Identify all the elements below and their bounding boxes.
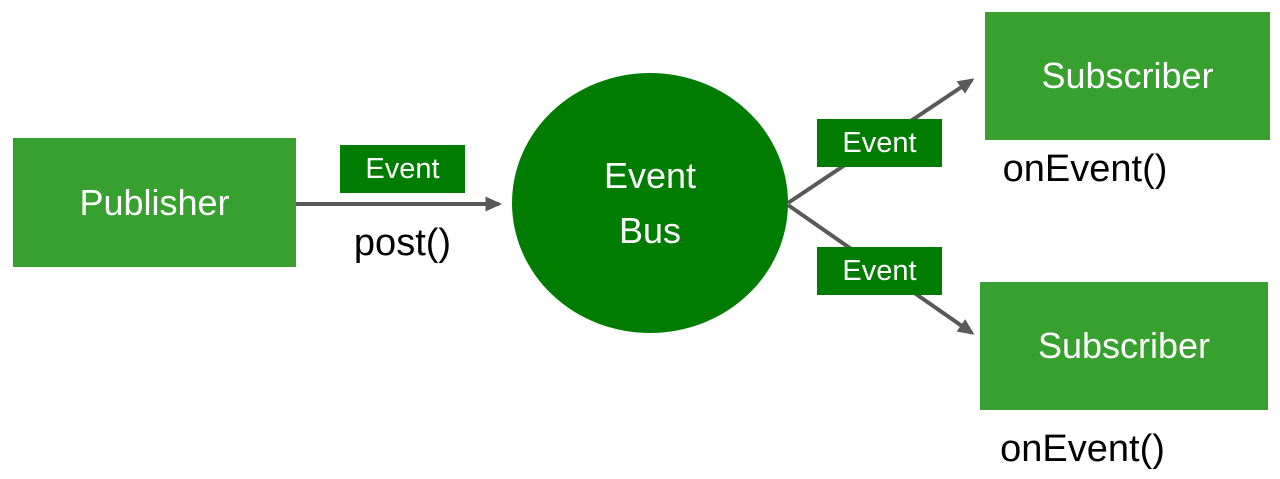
onevent-bottom-label: onEvent(): [1000, 428, 1165, 470]
event-badge-publish-label: Event: [365, 152, 440, 185]
subscriber-bottom-node: Subscriber: [980, 282, 1268, 410]
subscriber-top-node: Subscriber: [985, 12, 1270, 140]
subscriber-bottom-label: Subscriber: [1037, 325, 1211, 366]
event-badge-top: Event: [817, 119, 942, 167]
event-bus-label-line1: Event: [603, 155, 697, 196]
publisher-label: Publisher: [79, 181, 230, 223]
event-badge-publish: Event: [340, 145, 465, 193]
event-badge-bottom: Event: [817, 247, 942, 295]
post-method-label: post(): [353, 222, 452, 264]
subscriber-top-label: Subscriber: [1041, 55, 1214, 96]
event-bus-label-line2: Bus: [618, 210, 682, 251]
event-bus-node: Event Bus: [512, 73, 788, 333]
onevent-top-label: onEvent(): [1002, 148, 1168, 190]
event-badge-top-label: Event: [842, 126, 917, 159]
event-badge-bottom-label: Event: [842, 254, 917, 287]
publisher-node: Publisher: [13, 138, 296, 267]
